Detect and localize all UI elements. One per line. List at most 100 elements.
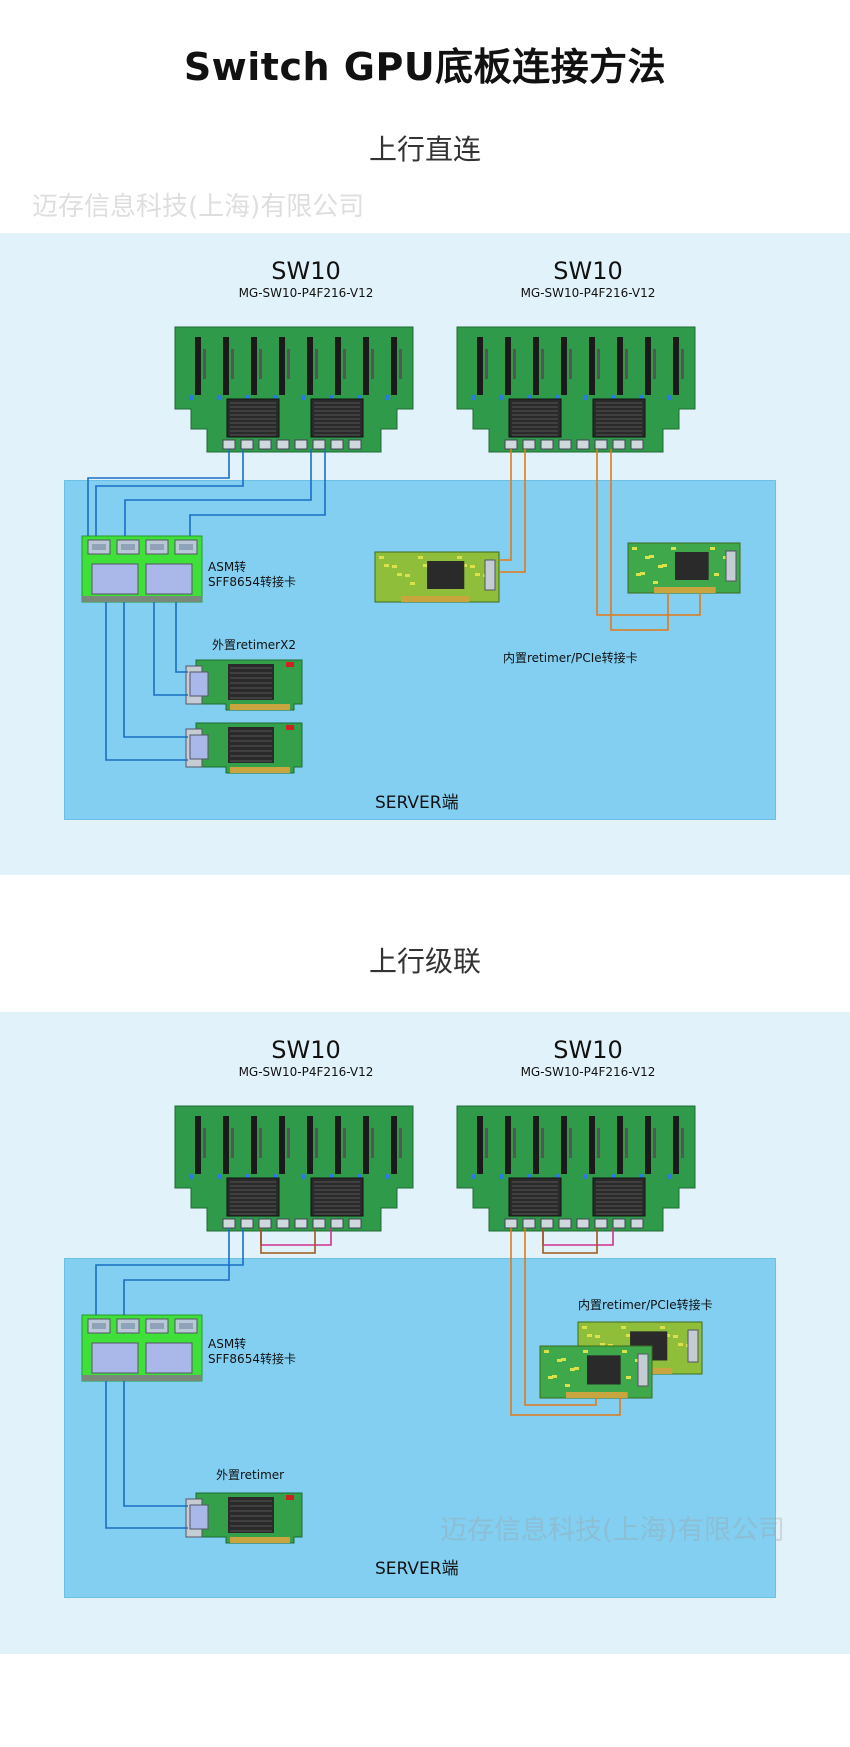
mcio-connector bbox=[294, 1218, 308, 1229]
internal-retimer-card bbox=[374, 551, 500, 603]
slot-latch bbox=[513, 1128, 516, 1158]
pcb-outline bbox=[456, 326, 696, 453]
led bbox=[471, 395, 475, 400]
pcie-slot bbox=[673, 337, 679, 395]
smd-part bbox=[574, 1367, 579, 1370]
led bbox=[273, 1174, 277, 1179]
pcie-slot bbox=[363, 1116, 369, 1174]
switch-name: SW10 bbox=[271, 257, 341, 285]
mcio-connector bbox=[330, 1218, 344, 1229]
mcio-connector bbox=[276, 1218, 290, 1229]
pcie-slot bbox=[533, 337, 539, 395]
mcio-connector bbox=[348, 1218, 362, 1229]
mcio-connector bbox=[630, 439, 644, 450]
asm-adapter-card bbox=[81, 1314, 203, 1382]
slot-latch bbox=[569, 349, 572, 379]
switch-chip-heatsink bbox=[508, 1177, 562, 1217]
cable-blue bbox=[123, 602, 188, 738]
slot-latch bbox=[343, 349, 346, 379]
led bbox=[217, 1174, 221, 1179]
mcio-connector bbox=[330, 439, 344, 450]
cable-blue bbox=[105, 1381, 188, 1529]
pcie-slot bbox=[505, 1116, 511, 1174]
led bbox=[583, 395, 587, 400]
card-edge bbox=[82, 596, 202, 602]
mcio-connector bbox=[222, 439, 236, 450]
mcio-connector bbox=[522, 439, 536, 450]
slot-latch bbox=[681, 1128, 684, 1158]
smd-part bbox=[570, 1368, 575, 1371]
mcio-connector bbox=[240, 1218, 254, 1229]
cable-orange bbox=[499, 449, 512, 561]
internal-retimer-label: 内置retimer/PCIe转接卡 bbox=[503, 651, 638, 665]
mcio-connector bbox=[576, 439, 590, 450]
smd-part bbox=[384, 564, 389, 567]
card-bracket bbox=[687, 1329, 699, 1363]
led bbox=[301, 1174, 305, 1179]
cable-orange bbox=[610, 449, 669, 631]
red-led bbox=[286, 662, 294, 667]
gold-fingers bbox=[230, 704, 290, 710]
smd-part bbox=[405, 574, 410, 577]
pcie-slot bbox=[279, 337, 285, 395]
slot-latch bbox=[231, 1128, 234, 1158]
led bbox=[357, 395, 361, 400]
mcio-connector bbox=[576, 1218, 590, 1229]
led bbox=[385, 395, 389, 400]
asm-connector bbox=[145, 563, 193, 595]
switch-name: SW10 bbox=[553, 257, 623, 285]
smd-part bbox=[475, 573, 480, 576]
red-led bbox=[286, 725, 294, 730]
card-bracket bbox=[725, 550, 737, 582]
switch-name: SW10 bbox=[271, 1036, 341, 1064]
smd-part bbox=[632, 547, 637, 550]
smd-part bbox=[561, 1358, 566, 1361]
cable-brown bbox=[260, 1228, 316, 1254]
sff-port bbox=[189, 671, 209, 697]
retimer-heatsink bbox=[228, 1497, 274, 1533]
asm-adapter-label: ASM转 SFF8654转接卡 bbox=[208, 560, 296, 590]
switch-backplane-board bbox=[456, 326, 696, 453]
pcie-slot bbox=[307, 1116, 313, 1174]
switch-chip-heatsink bbox=[592, 1177, 646, 1217]
card-heatsink bbox=[675, 552, 709, 580]
slot-latch bbox=[597, 349, 600, 379]
port-pins bbox=[179, 544, 193, 550]
red-led bbox=[286, 1495, 294, 1500]
led bbox=[583, 1174, 587, 1179]
smd-part bbox=[544, 1350, 549, 1353]
pcie-slot bbox=[251, 1116, 257, 1174]
asm-connector bbox=[91, 563, 139, 595]
smd-part bbox=[583, 1350, 588, 1353]
slot-latch bbox=[371, 1128, 374, 1158]
pcie-slot bbox=[589, 337, 595, 395]
switch-chip-heatsink bbox=[592, 398, 646, 438]
led bbox=[499, 395, 503, 400]
slot-latch bbox=[287, 1128, 290, 1158]
section-heading-cascade: 上行级联 bbox=[368, 945, 481, 978]
pcb-outline bbox=[174, 326, 414, 453]
led bbox=[611, 1174, 615, 1179]
pcie-slot bbox=[561, 337, 567, 395]
mcio-connector bbox=[222, 1218, 236, 1229]
led bbox=[499, 1174, 503, 1179]
pcie-slot bbox=[307, 337, 313, 395]
slot-latch bbox=[681, 349, 684, 379]
slot-latch bbox=[259, 1128, 262, 1158]
slot-latch bbox=[485, 349, 488, 379]
internal-retimer-card bbox=[539, 1345, 653, 1399]
smd-part bbox=[600, 1343, 605, 1346]
switch-label-3: SW10 MG-SW10-P4F216-V12 bbox=[186, 1036, 426, 1080]
cable-blue bbox=[189, 449, 326, 536]
pcie-slot bbox=[505, 337, 511, 395]
switch-model: MG-SW10-P4F216-V12 bbox=[520, 286, 656, 300]
pcie-slot bbox=[589, 1116, 595, 1174]
cable-blue bbox=[123, 1381, 188, 1507]
slot-latch bbox=[315, 349, 318, 379]
pcie-slot bbox=[645, 337, 651, 395]
smd-part bbox=[548, 1376, 553, 1379]
led bbox=[189, 1174, 193, 1179]
slot-latch bbox=[399, 349, 402, 379]
retimer-card bbox=[185, 1492, 303, 1544]
port-pins bbox=[92, 544, 106, 550]
